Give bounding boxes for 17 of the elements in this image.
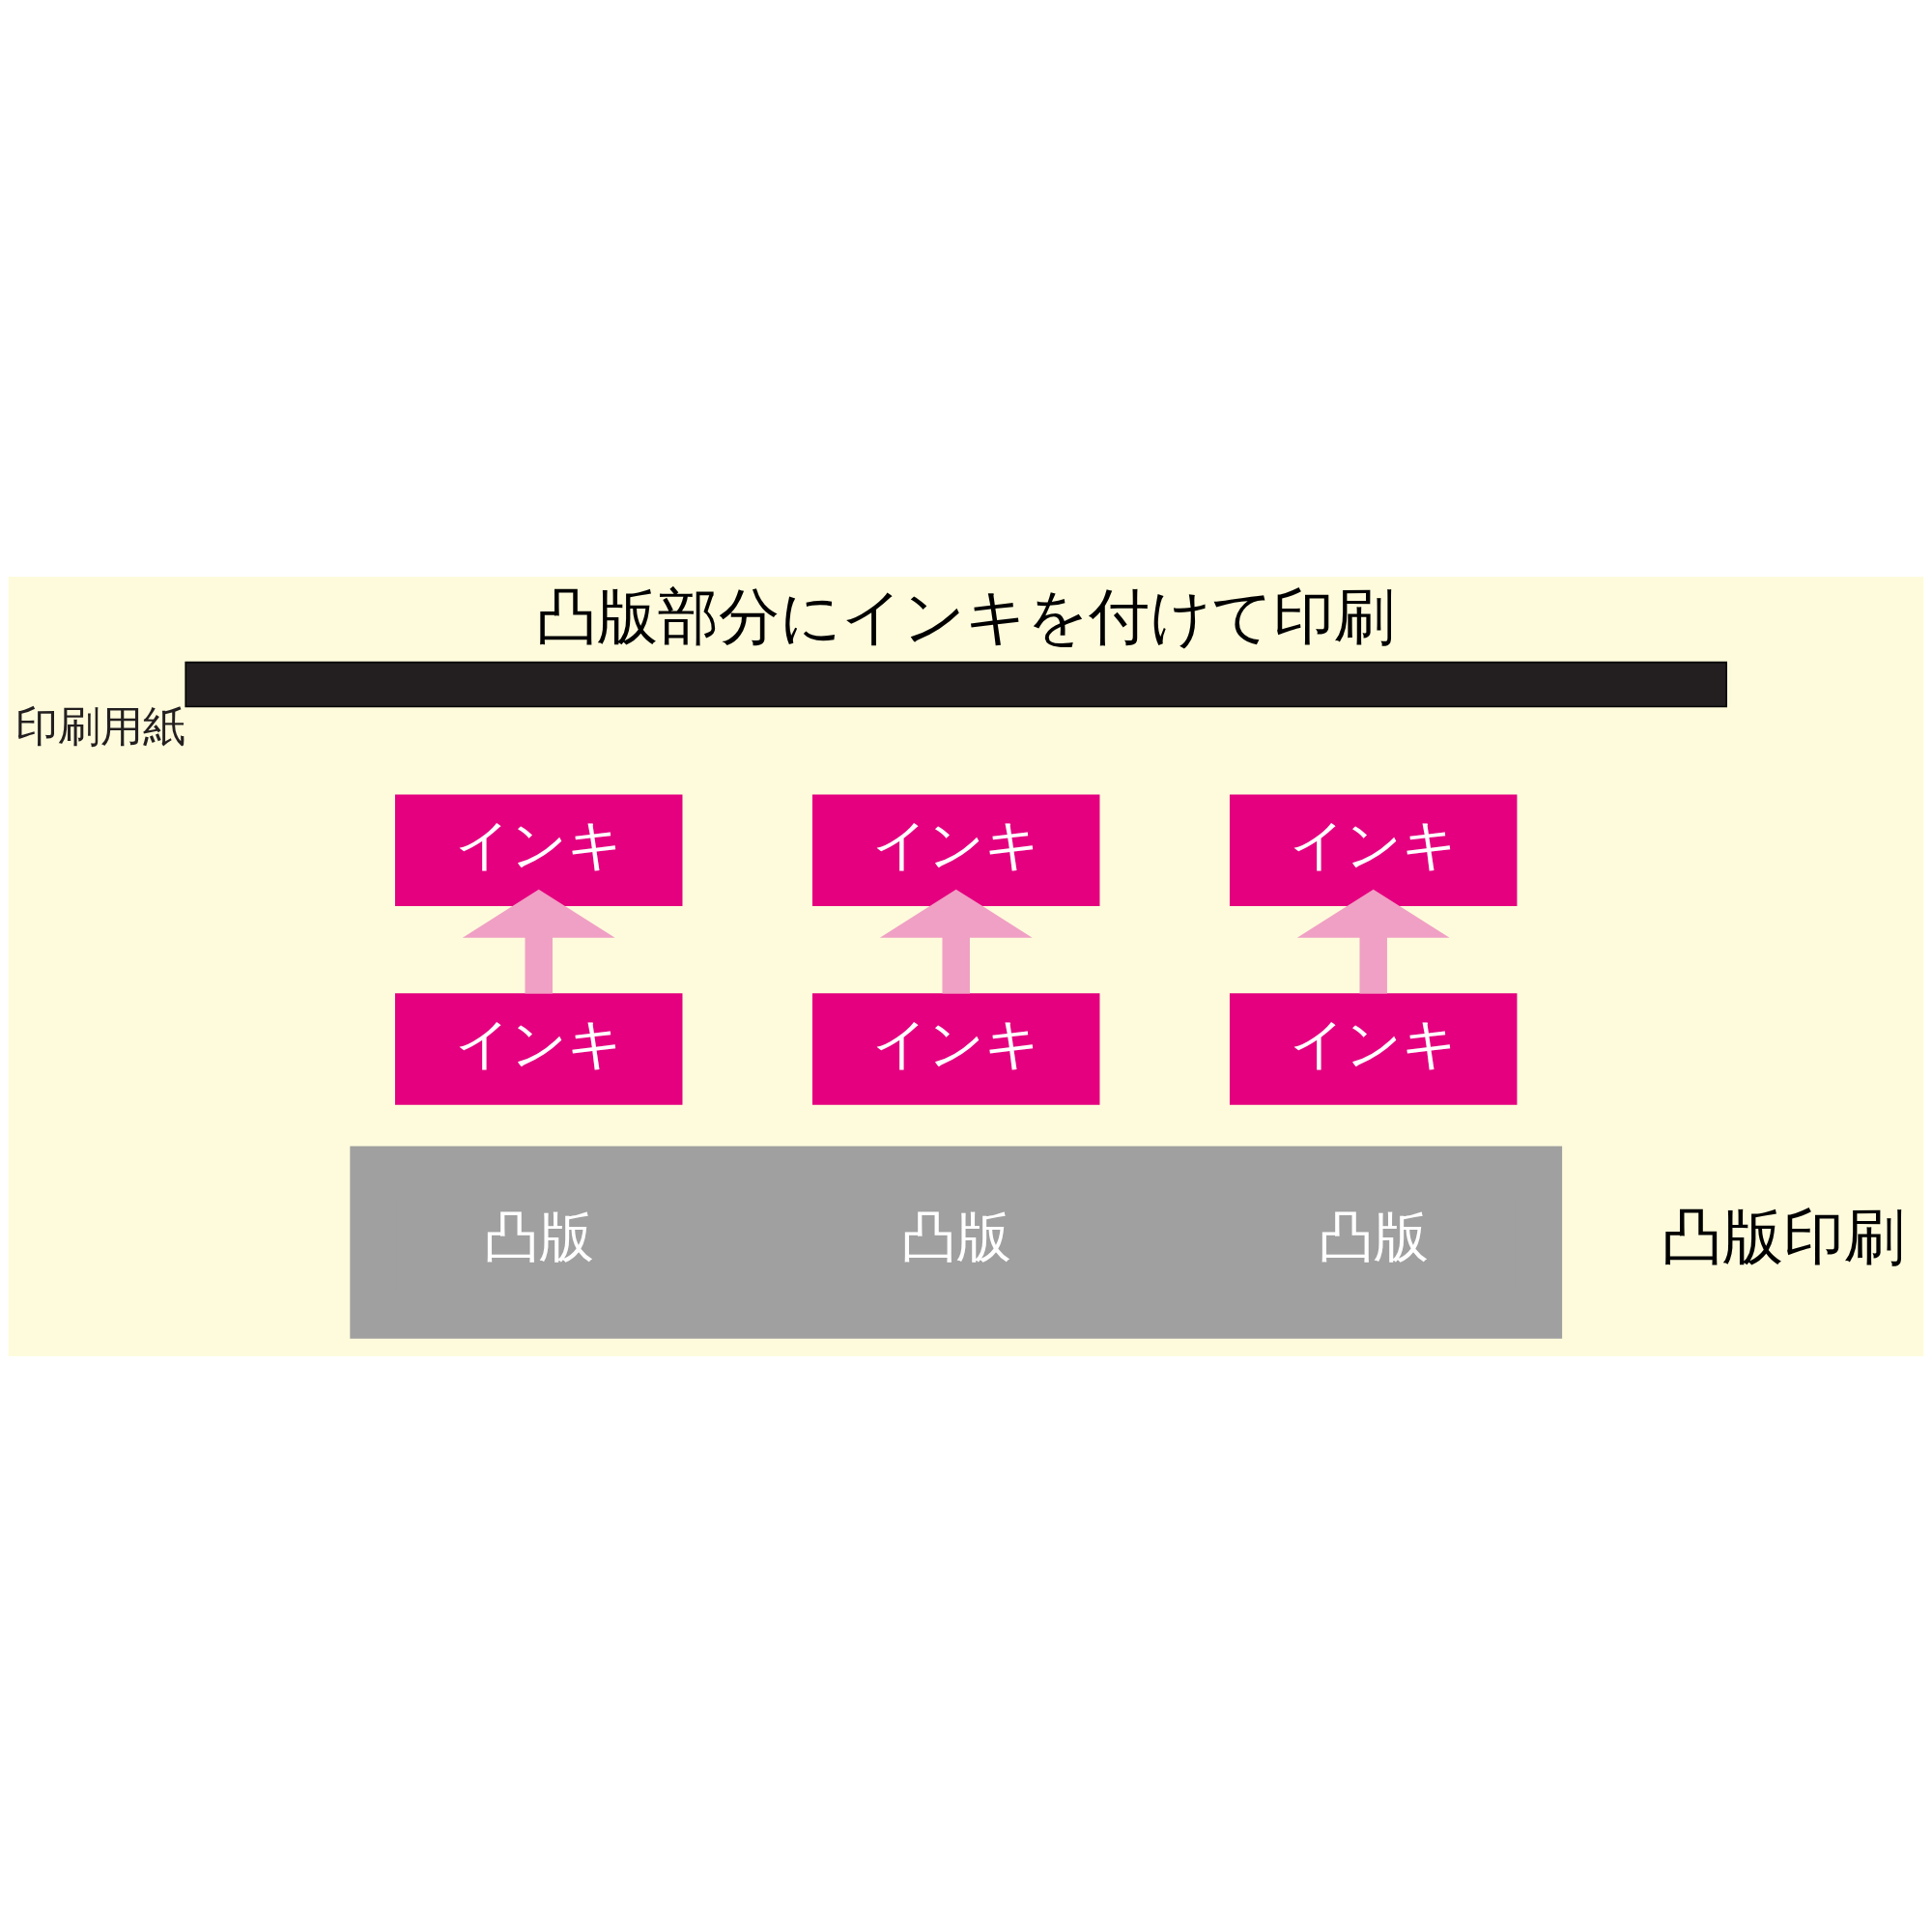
arrow xyxy=(1296,889,1450,993)
node-box: インキ xyxy=(395,992,683,1105)
node-box: インキ xyxy=(1229,992,1518,1105)
node-box: インキ xyxy=(811,794,1100,906)
node-box xyxy=(185,661,1727,707)
cluster xyxy=(350,1145,1563,1339)
arrow xyxy=(879,889,1033,993)
arrow xyxy=(462,889,615,993)
diagram-title: 凸版部分にインキを付けて印刷 xyxy=(536,580,1396,652)
node-box: インキ xyxy=(811,992,1100,1105)
node-text: 凸版 xyxy=(900,1204,1011,1268)
node-box: インキ xyxy=(1229,794,1518,906)
node-text: 凸版 xyxy=(1318,1204,1429,1268)
node-text: 凸版 xyxy=(483,1204,594,1268)
node-label: 印刷用紙 xyxy=(14,700,185,751)
caption: 凸版印刷 xyxy=(1661,1200,1905,1272)
node-box: インキ xyxy=(395,794,683,906)
